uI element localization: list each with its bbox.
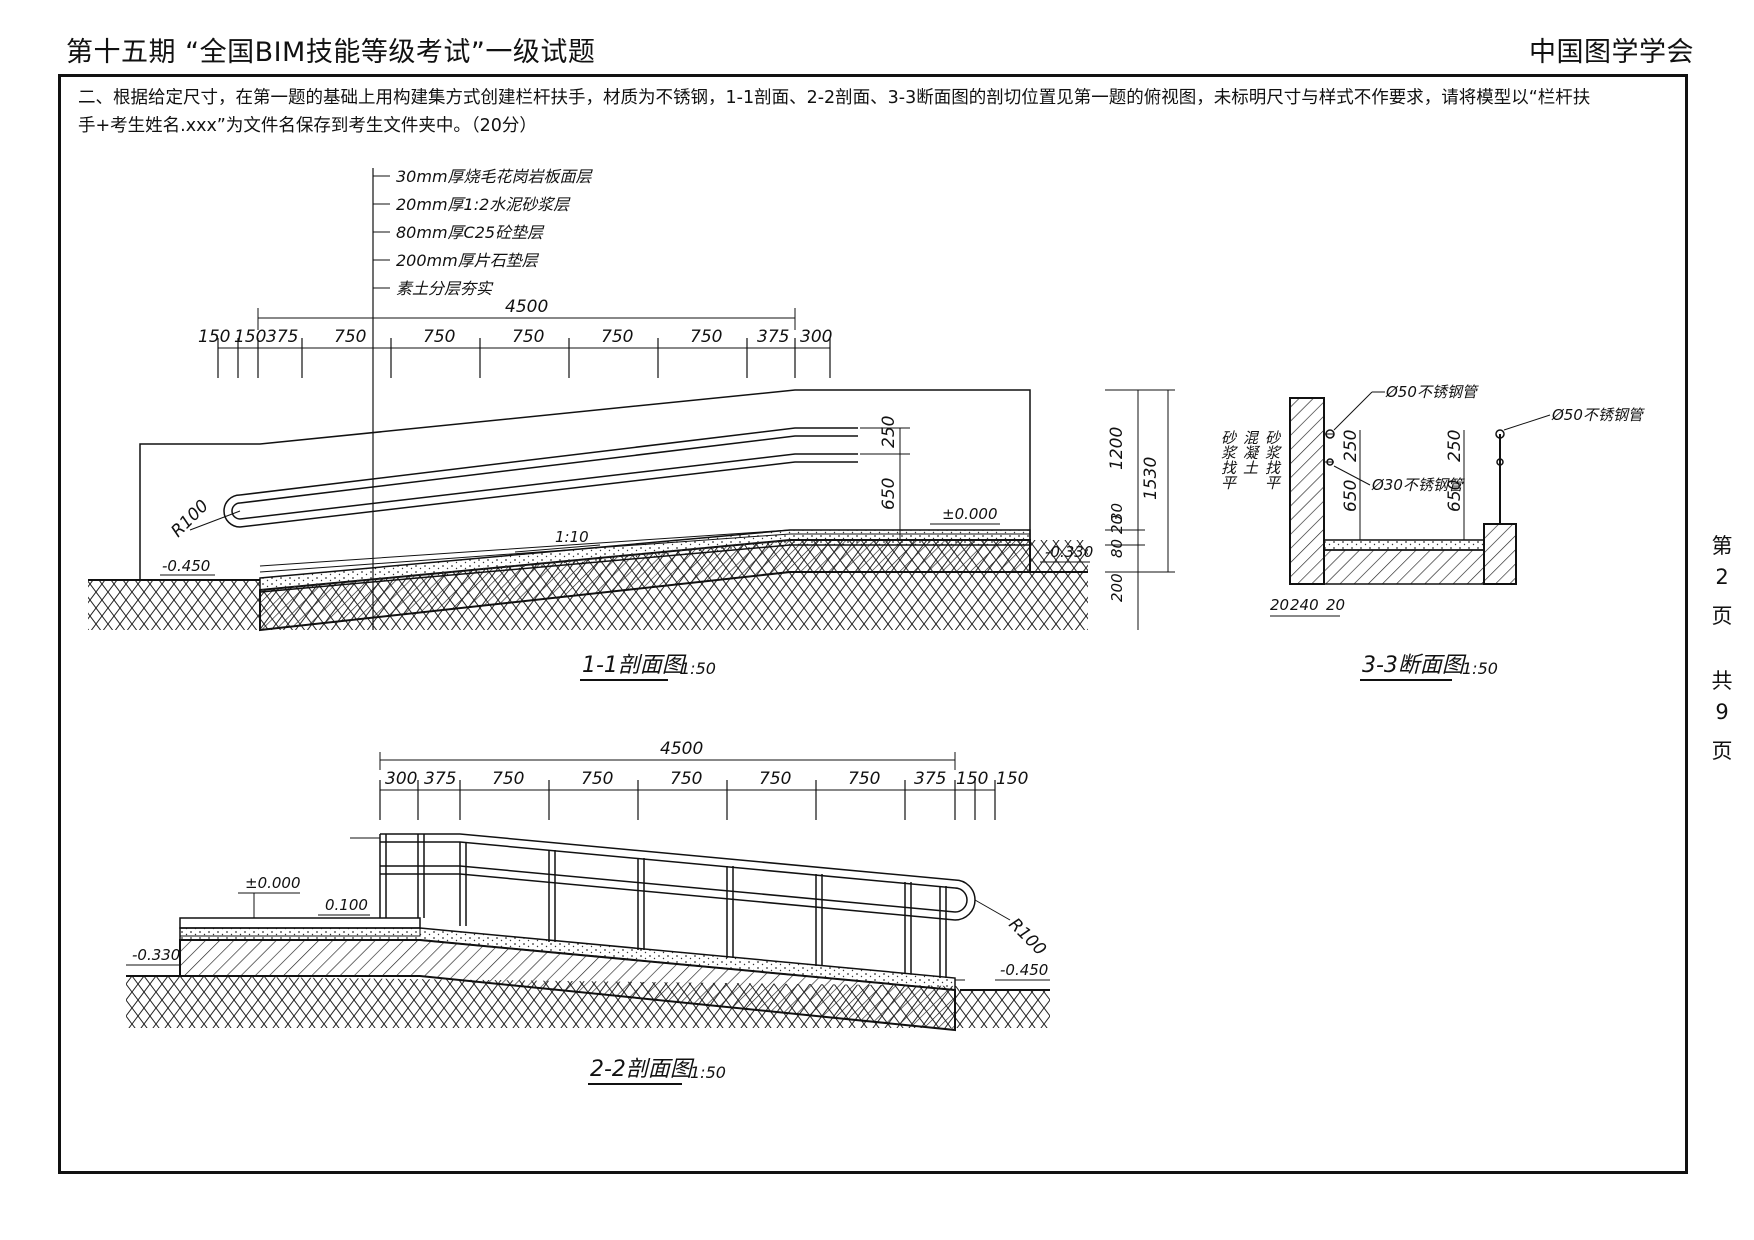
page-number: 2 — [1715, 565, 1729, 589]
vertical-label-1: 砂浆找平 — [1219, 430, 1238, 490]
vertical-label-3: 砂浆找平 — [1263, 430, 1282, 490]
page-total: 9 — [1715, 700, 1729, 724]
dim-2-2-7: 750 — [848, 769, 880, 789]
dim-seg-4: 750 — [334, 327, 366, 347]
right-dim-80: 80 — [1108, 539, 1126, 558]
dim-seg-5: 750 — [423, 327, 455, 347]
railing-posts — [379, 834, 947, 978]
dim-seg-7: 750 — [601, 327, 633, 347]
drawing-frame — [58, 74, 1688, 1174]
slope-label: 1:10 — [555, 528, 589, 546]
layer-label-1: 30mm厚烧毛花岗岩板面层 — [396, 167, 594, 186]
curb-3-3 — [1483, 523, 1517, 585]
dim-3-3-right-2: 650 — [1445, 480, 1465, 512]
top-rail-2-2 — [380, 833, 956, 881]
bottom-dim-3: 20 — [1326, 596, 1345, 614]
wall-3-3 — [1289, 397, 1325, 585]
rail-gap-dim: 250 — [879, 416, 899, 448]
dim-seg-3: 375 — [266, 327, 298, 347]
lower-handrail — [239, 453, 858, 520]
dim-seg-6: 750 — [512, 327, 544, 347]
pipe-label-left: Ø50不锈钢管 — [1385, 383, 1479, 401]
vertical-label-2: 混凝土 — [1240, 430, 1260, 475]
wall-outline — [139, 389, 1031, 580]
section-2-2-scale: 1:50 — [690, 1063, 726, 1082]
section-1-1-scale: 1:50 — [680, 659, 716, 678]
bottom-dim-1: 20 — [1270, 596, 1289, 614]
dim-3-3-left-1: 250 — [1341, 430, 1361, 462]
layer-label-5: 素土分层夯实 — [396, 279, 494, 298]
organization-name: 中国图学学会 — [1529, 37, 1694, 68]
layer-label-2: 20mm厚1:2水泥砂浆层 — [396, 195, 571, 214]
dim-2-2-8: 375 — [914, 769, 946, 789]
right-dim-200: 200 — [1108, 573, 1126, 602]
dim-2-2-3: 750 — [492, 769, 524, 789]
dim-2-2-6: 750 — [759, 769, 791, 789]
page-char-3: 页 — [1711, 604, 1733, 628]
dim-seg-9: 375 — [757, 327, 789, 347]
page-char-6: 页 — [1711, 739, 1733, 763]
dim-2-2-1: 300 — [385, 769, 417, 789]
dim-2-2-5: 750 — [670, 769, 702, 789]
exam-title: 第十五期 “全国BIM技能等级考试”一级试题 — [66, 37, 596, 68]
section-1-1: 30mm厚烧毛花岗岩板面层 20mm厚1:2水泥砂浆层 80mm厚C25砼垫层 … — [88, 167, 1175, 681]
total-dim-1-1: 4500 — [505, 297, 548, 317]
section-3-3: Ø50不锈钢管 Ø30不锈钢管 Ø50不锈钢管 砂浆找平 混凝土 砂浆找平 25… — [1219, 383, 1645, 681]
pipe-label-right: Ø50不锈钢管 — [1551, 406, 1645, 424]
page-char-4: 共 — [1711, 669, 1733, 693]
dim-2-2-10: 150 — [996, 769, 1028, 789]
section-2-2: R100 4500 300 375 750 750 750 750 750 37… — [126, 739, 1050, 1085]
elev-left-2-2: -0.330 — [132, 946, 180, 964]
elev-left-1-1: -0.450 — [162, 557, 210, 575]
bottom-dim-2: 240 — [1290, 596, 1319, 614]
elev-top-1-1: ±0.000 — [942, 505, 998, 523]
total-dim-2-2: 4500 — [660, 739, 703, 759]
section-1-1-title: 1-1剖面图 — [582, 653, 687, 678]
layer-label-3: 80mm厚C25砼垫层 — [396, 223, 545, 242]
dim-3-3-right-1: 250 — [1445, 430, 1465, 462]
section-2-2-title: 2-2剖面图 — [590, 1057, 695, 1082]
section-3-3-scale: 1:50 — [1462, 659, 1498, 678]
dim-3-3-left-2: 650 — [1341, 480, 1361, 512]
section-3-3-title: 3-3断面图 — [1362, 653, 1467, 678]
pipe-label-mid: Ø30不锈钢管 — [1371, 476, 1465, 494]
dim-seg-10: 300 — [800, 327, 832, 347]
rail-height-dim: 650 — [879, 478, 899, 510]
page-char-1: 第 — [1711, 534, 1733, 558]
right-dim-1530: 1530 — [1141, 457, 1161, 500]
elev-top-2-2: ±0.000 — [245, 874, 301, 892]
elev-right-1-1: -0.330 — [1045, 543, 1093, 561]
dim-seg-1: 150 — [198, 327, 230, 347]
instruction-line-2: 手+考生姓名.xxx”为文件名保存到考生文件夹中。（20分） — [78, 116, 537, 136]
right-dim-30: 30 — [1108, 503, 1126, 522]
dim-2-2-2: 375 — [424, 769, 456, 789]
dim-2-2-9: 150 — [956, 769, 988, 789]
upper-handrail — [239, 427, 858, 496]
elev-right-2-2: -0.450 — [1000, 961, 1048, 979]
instruction-line-1: 二、根据给定尺寸，在第一题的基础上用构建集方式创建栏杆扶手，材质为不锈钢，1-1… — [78, 88, 1591, 108]
dim-seg-2: 150 — [234, 327, 266, 347]
right-dim-1200: 1200 — [1107, 427, 1127, 470]
right-dim-20: 20 — [1108, 515, 1126, 534]
radius-label-1-1: R100 — [167, 496, 212, 541]
radius-label-2-2: R100 — [1004, 914, 1049, 959]
question-instruction: 二、根据给定尺寸，在第一题的基础上用构建集方式创建栏杆扶手，材质为不锈钢，1-1… — [78, 84, 1668, 140]
layer-label-4: 200mm厚片石垫层 — [396, 251, 540, 270]
elev-step-2-2: 0.100 — [325, 896, 368, 914]
ground-left-1-1 — [88, 580, 260, 630]
dim-seg-8: 750 — [690, 327, 722, 347]
dim-2-2-4: 750 — [581, 769, 613, 789]
